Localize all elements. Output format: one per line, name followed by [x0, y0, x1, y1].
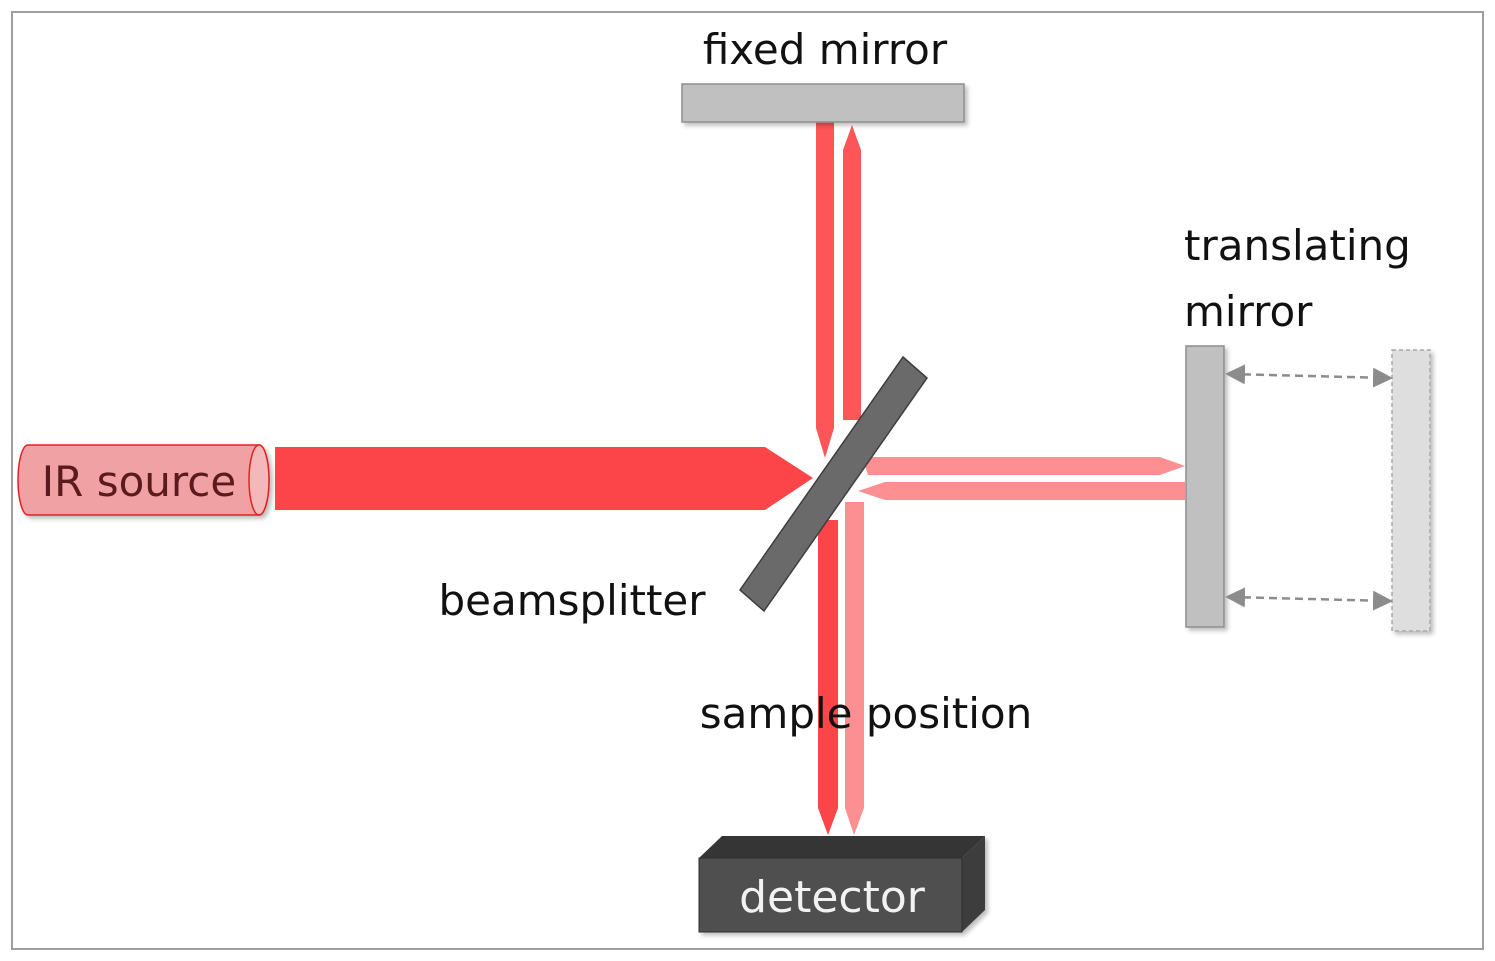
beamsplitter-plate	[738, 355, 929, 613]
detector	[698, 836, 985, 933]
ir-source	[17, 444, 270, 516]
translating-mirror-ghost	[1391, 349, 1431, 632]
detector-top-face	[699, 836, 985, 858]
diagram-frame	[11, 11, 1484, 950]
beamsplitter-label: beamsplitter	[438, 576, 706, 625]
fixed-mirror-label: fixed mirror	[703, 25, 948, 74]
detector-label: detector	[739, 872, 926, 923]
translating-mirror-label-line1: translating	[1184, 221, 1411, 270]
sample-position-label: sample position	[700, 689, 1032, 738]
fixed-mirror-outgoing-beam	[843, 125, 861, 420]
translation-arrow-top	[1225, 364, 1393, 388]
translating-mirror-label-line2: mirror	[1184, 287, 1313, 336]
ir-source-label: IR source	[42, 457, 236, 506]
fixed-mirror-return-beam	[816, 122, 834, 458]
beams	[275, 122, 1185, 835]
source-beam	[275, 447, 813, 510]
translation-arrow-bottom	[1225, 587, 1393, 611]
detector-beam-fixed	[818, 520, 838, 835]
detector-side-face	[962, 836, 985, 932]
translating-mirror-return-beam	[858, 482, 1185, 500]
translating-mirror-outgoing-beam	[862, 457, 1185, 475]
translating-mirror	[1185, 345, 1225, 628]
detector-front-face	[698, 857, 963, 933]
detector-beam-translating	[845, 502, 864, 835]
fixed-mirror	[681, 83, 965, 123]
